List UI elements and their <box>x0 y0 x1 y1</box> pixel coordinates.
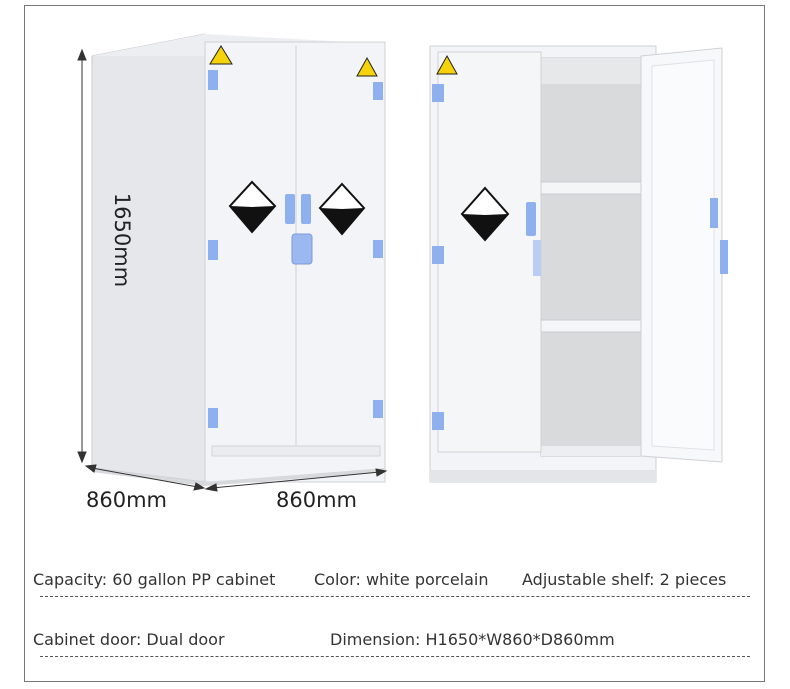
open-cabinet <box>429 45 728 483</box>
spec-color: Color: white porcelain <box>314 570 489 589</box>
shelf <box>540 319 642 333</box>
hinge-icon <box>208 408 218 428</box>
lock-icon <box>291 233 313 265</box>
door-handle <box>301 194 311 224</box>
spec-door: Cabinet door: Dual door <box>33 630 225 649</box>
hinge-icon <box>373 400 383 418</box>
hinge-icon <box>208 70 218 90</box>
hinge-icon <box>432 246 444 264</box>
spec-dimension: Dimension: H1650*W860*D860mm <box>330 630 615 649</box>
image-frame <box>24 5 765 682</box>
hinge-icon <box>373 82 383 100</box>
door-handle <box>285 194 295 224</box>
width-dimension-label: 860mm <box>276 488 357 512</box>
hinge-icon <box>373 240 383 258</box>
dashed-divider <box>40 596 750 597</box>
dimension-arrows <box>77 48 388 492</box>
hinge-icon <box>432 412 444 430</box>
shelf <box>540 181 642 195</box>
depth-dimension-label: 860mm <box>86 488 167 512</box>
height-dimension-label: 1650mm <box>110 192 134 288</box>
hinge-icon <box>432 84 444 102</box>
door-handle <box>526 202 536 236</box>
dashed-divider <box>40 656 750 657</box>
biohazard-warning-icon <box>209 45 233 65</box>
spec-shelf: Adjustable shelf: 2 pieces <box>522 570 727 589</box>
spec-capacity: Capacity: 60 gallon PP cabinet <box>33 570 276 589</box>
closed-cabinet <box>91 33 386 486</box>
biohazard-warning-icon <box>356 56 378 77</box>
biohazard-warning-icon <box>436 54 458 75</box>
hinge-icon <box>208 240 218 260</box>
